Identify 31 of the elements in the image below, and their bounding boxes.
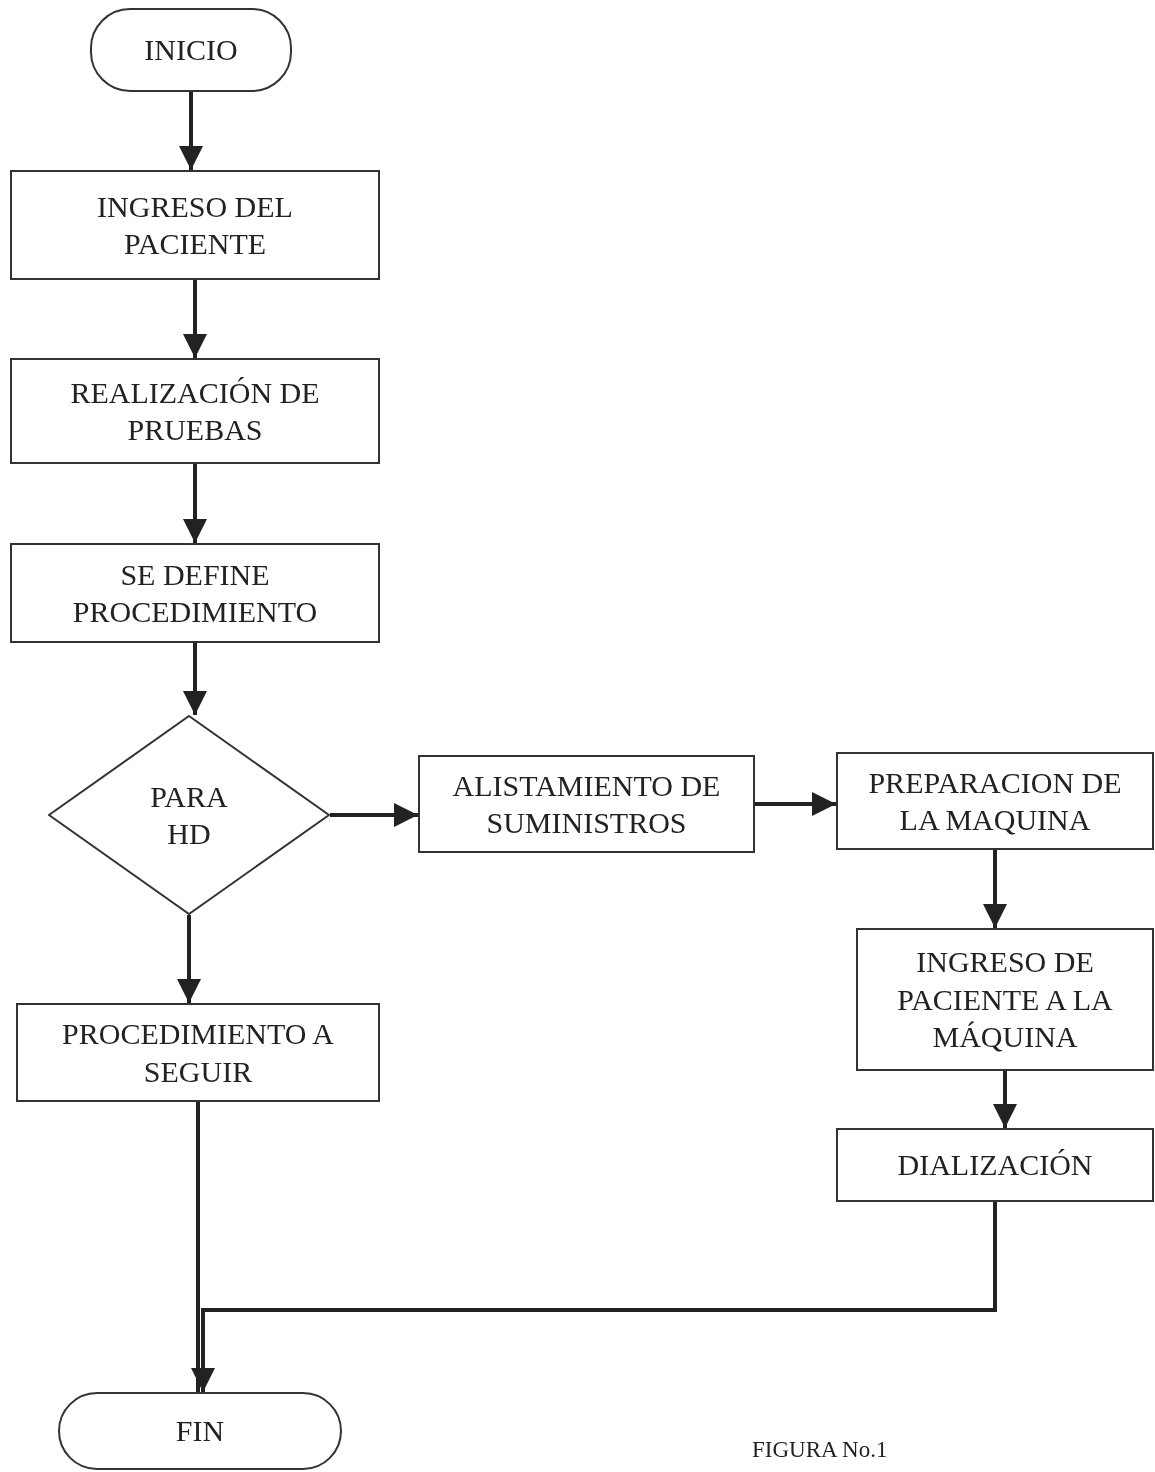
- arrow: [177, 915, 201, 1003]
- arrow: [183, 464, 207, 543]
- arrow: [330, 803, 418, 827]
- node-label: SE DEFINE PROCEDIMIENTO: [71, 556, 319, 630]
- node-label: FIN: [175, 1413, 225, 1450]
- arrow: [993, 1071, 1017, 1128]
- node-label: INGRESO DE PACIENTE A LA MÁQUINA: [896, 944, 1114, 1056]
- arrow: [179, 92, 203, 170]
- process-box: [10, 543, 380, 643]
- arrow: [983, 850, 1007, 928]
- arrow: [755, 792, 836, 816]
- process-box: [836, 752, 1154, 850]
- node-label: PARA HD: [149, 778, 229, 852]
- node-label: REALIZACIÓN DE PRUEBAS: [69, 374, 321, 448]
- node-label: ALISTAMIENTO DE SUMINISTROS: [451, 767, 722, 841]
- node-label: PROCEDIMIENTO A SEGUIR: [61, 1016, 335, 1090]
- arrow: [191, 1202, 997, 1392]
- process-box: [836, 1128, 1154, 1202]
- arrow: [183, 280, 207, 358]
- arrow: [183, 643, 207, 715]
- process-box: [10, 170, 380, 280]
- node-label: INGRESO DEL PACIENTE: [96, 188, 294, 262]
- decision-diamond: [48, 715, 330, 915]
- process-box: [418, 755, 755, 853]
- figure-caption: FIGURA No.1: [752, 1437, 888, 1463]
- node-label: DIALIZACIÓN: [897, 1147, 1093, 1184]
- process-box: [10, 358, 380, 464]
- process-box: [856, 928, 1154, 1071]
- node-label: PREPARACION DE LA MAQUINA: [867, 764, 1123, 838]
- process-box: [16, 1003, 380, 1102]
- node-label: INICIO: [144, 32, 238, 69]
